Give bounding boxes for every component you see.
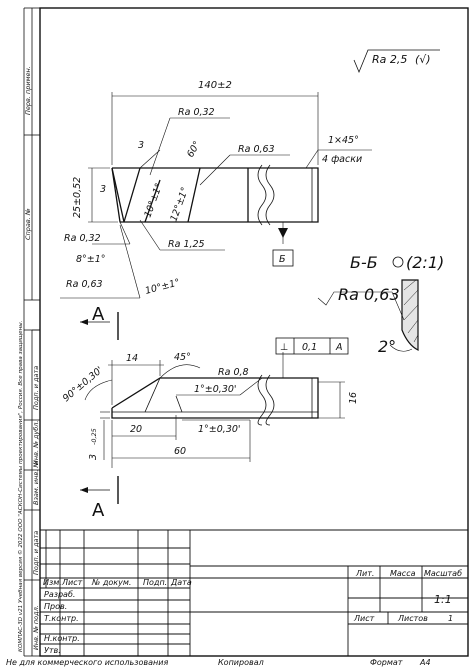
angle-1-top: 1°±0,30' [194, 384, 237, 395]
tolerance-datum: A [335, 342, 343, 353]
angle-45: 45° [174, 352, 191, 363]
copyright-text: КОМПАС-3D v21 Учебная версия © 2022 ООО … [17, 320, 24, 652]
scale-value: 1:1 [434, 593, 452, 606]
section-label: Б-Б [350, 253, 378, 272]
tolerance-value: 0,1 [302, 342, 317, 353]
dim-16: 16 [348, 392, 359, 404]
row-nkontr: Н.контр. [44, 634, 80, 643]
row-tkontr: Т.контр. [44, 614, 79, 623]
perv-primen-label: Перв. примен. [24, 66, 32, 115]
col-list: Лист [61, 578, 83, 587]
sheet-label: Лист [353, 614, 375, 623]
side-panel: Перв. примен. Справ. № Подп. и дата Инв.… [17, 66, 40, 652]
view-arrow-top: A [80, 304, 119, 340]
dim-20: 20 [130, 424, 142, 435]
rough-063-left: Ra 0,63 [66, 279, 103, 290]
format-label: Формат [370, 658, 403, 667]
dim-3: 3 [88, 454, 99, 460]
general-roughness-paren: (√) [415, 53, 431, 66]
section-angle: 2° [378, 337, 396, 356]
sheets-value: 1 [448, 614, 453, 623]
rough-032-left: Ra 0,32 [64, 233, 101, 244]
angle-10-bottom: 10°±1° [144, 277, 181, 297]
mass-label: Масса [390, 569, 416, 578]
chamfer-count: 4 фаски [322, 154, 362, 165]
scale-label: Масштаб [424, 569, 462, 578]
bottom-view-dimensions: ⊥ 0,1 A 14 45° Ra 0,8 90°±0,30' 1°±0,30'… [61, 337, 359, 468]
angle-60: 60° [185, 139, 203, 159]
top-view-dimensions: Б 140±2 1×45° 4 фаски 25±0,52 3 3 60° 10… [60, 80, 372, 299]
tolerance-frame: ⊥ 0,1 A [275, 337, 349, 355]
vzam-inv-label: Взам. инв. № [32, 461, 40, 505]
row-razrab: Разраб. [44, 590, 75, 599]
rough-032-top: Ra 0,32 [178, 107, 215, 118]
col-izm: Изм. [43, 578, 62, 587]
noncommercial-text: Не для коммерческого использования [6, 658, 168, 667]
footer: Не для коммерческого использования Копир… [6, 658, 431, 667]
sheet-border [39, 7, 469, 657]
dim-3-side: 3 [100, 184, 106, 195]
length-dim: 140±2 [198, 80, 232, 91]
height-dim: 25±0,52 [72, 177, 83, 218]
col-date: Дата [170, 578, 192, 587]
row-prov: Пров. [44, 602, 67, 611]
tolerance-symbol: ⊥ [280, 342, 288, 353]
angle-12: 12°±1° [168, 186, 191, 223]
row-utv: Утв. [44, 646, 61, 655]
rough-08: Ra 0,8 [218, 367, 249, 378]
dim-3-tol: -0,25 [90, 428, 98, 445]
view-letter-bottom: A [92, 500, 105, 521]
copied-label: Копировал [218, 658, 264, 667]
rough-125: Ra 1,25 [168, 239, 205, 250]
col-doc: № докум. [91, 578, 131, 587]
sprav-label: Справ. № [24, 208, 32, 240]
section-bb: Б-Б (2:1) Ra 0,63 2° [317, 253, 444, 356]
lit-label: Лит. [355, 569, 374, 578]
sheets-label: Листов [397, 614, 428, 623]
inv-dubl-label: Инв. № дубл. [32, 421, 40, 465]
angle-10: 10°±1° [142, 182, 165, 219]
section-roughness: Ra 0,63 [338, 285, 400, 304]
podp-data-2-label: Подп. и дата [32, 531, 40, 575]
general-roughness: Ra 2,5 (√) [353, 49, 440, 74]
rough-063-top: Ra 0,63 [238, 144, 275, 155]
top-view [111, 164, 319, 226]
view-arrow-bottom: A [80, 476, 119, 521]
dim-3-top: 3 [138, 140, 144, 151]
general-roughness-text: Ra 2,5 [372, 53, 407, 66]
dim-14: 14 [126, 353, 138, 364]
angle-8: 8°±1° [76, 254, 106, 265]
view-letter-top: A [92, 304, 105, 325]
bottom-view [111, 374, 319, 426]
angle-90: 90°±0,30' [61, 365, 105, 405]
datum-letter: Б [279, 254, 286, 265]
dim-60: 60 [174, 446, 186, 457]
title-block: Изм. Лист № докум. Подп. Дата Разраб. Пр… [40, 529, 468, 656]
inv-podl-label: Инв. № подл. [32, 605, 40, 650]
podp-data-1-label: Подп. и дата [32, 366, 40, 410]
col-sign: Подп. [143, 578, 167, 587]
format-value: A4 [419, 658, 431, 667]
angle-1-bottom: 1°±0,30' [198, 424, 241, 435]
datum-box [272, 249, 294, 267]
section-scale: (2:1) [406, 253, 444, 272]
chamfer-dim: 1×45° [328, 135, 359, 146]
